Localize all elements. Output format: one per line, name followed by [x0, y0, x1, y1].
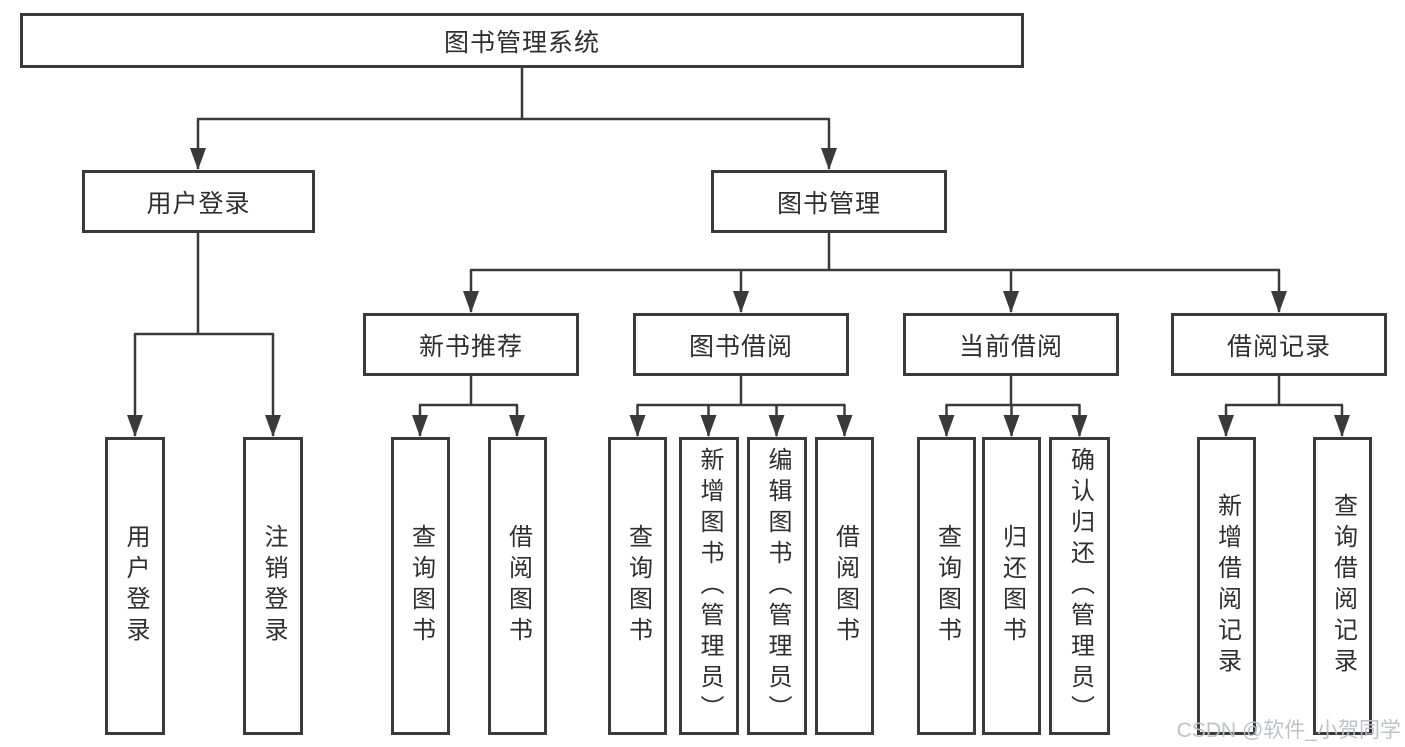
node-label: 借阅记录 — [1226, 332, 1331, 361]
connector-login-to-leaves — [127, 233, 281, 437]
leaf-label: 新增借阅记录 — [1213, 493, 1241, 679]
connector-mgmt-to-level3 — [463, 233, 1287, 313]
node-book-management: 图书管理 — [711, 170, 947, 233]
connector-borrow-to-leaves — [629, 376, 853, 437]
leaf-confirm-return-admin: 确认归还（管理员） — [1049, 437, 1110, 735]
leaf-label: 确认归还（管理员） — [1066, 446, 1094, 726]
connector-newrec-to-leaves — [412, 376, 525, 437]
node-current-borrowing: 当前借阅 — [903, 313, 1119, 376]
csdn-watermark: CSDN @软件_小贺同学 — [1176, 719, 1401, 742]
node-label: 图书借阅 — [688, 332, 793, 361]
node-borrowing-records: 借阅记录 — [1171, 313, 1387, 376]
leaf-label: 注销登录 — [260, 524, 287, 648]
node-book-borrowing: 图书借阅 — [633, 313, 849, 376]
node-label: 用户登录 — [146, 189, 251, 218]
leaf-query-books-current: 查询图书 — [917, 437, 976, 735]
connector-record-to-leaves — [1218, 376, 1350, 437]
leaf-edit-books-admin: 编辑图书（管理员） — [747, 437, 807, 735]
leaf-query-books-borrow: 查询图书 — [608, 437, 667, 735]
leaf-query-books-recommend: 查询图书 — [391, 437, 450, 735]
leaf-label: 借阅图书 — [504, 524, 532, 648]
leaf-label: 查询图书 — [624, 524, 652, 648]
node-label: 新书推荐 — [418, 332, 523, 361]
leaf-query-borrow-record: 查询借阅记录 — [1313, 437, 1372, 735]
node-library-management-system: 图书管理系统 — [20, 13, 1024, 68]
leaf-label: 用户登录 — [122, 524, 149, 648]
node-new-book-recommendation: 新书推荐 — [363, 313, 579, 376]
node-label: 图书管理系统 — [443, 28, 600, 57]
leaf-logout: 注销登录 — [243, 437, 303, 735]
node-label: 图书管理 — [776, 189, 881, 218]
node-user-login: 用户登录 — [82, 170, 315, 233]
connector-root-to-level2 — [190, 68, 837, 170]
leaf-label: 归还图书 — [998, 524, 1026, 648]
leaf-label: 查询图书 — [407, 524, 435, 648]
leaf-user-login: 用户登录 — [105, 437, 165, 735]
leaf-label: 查询借阅记录 — [1329, 493, 1357, 679]
leaf-borrow-books-recommend: 借阅图书 — [488, 437, 547, 735]
connector-current-to-leaves — [938, 376, 1088, 437]
leaf-return-books: 归还图书 — [982, 437, 1041, 735]
leaf-label: 查询图书 — [933, 524, 961, 648]
leaf-borrow-books: 借阅图书 — [815, 437, 874, 735]
leaf-label: 新增图书（管理员） — [696, 446, 723, 726]
node-label: 当前借阅 — [958, 332, 1063, 361]
leaf-add-borrow-record: 新增借阅记录 — [1197, 437, 1256, 735]
leaf-label: 借阅图书 — [831, 524, 859, 648]
leaf-label: 编辑图书（管理员） — [764, 446, 791, 726]
leaf-add-books-admin: 新增图书（管理员） — [679, 437, 739, 735]
